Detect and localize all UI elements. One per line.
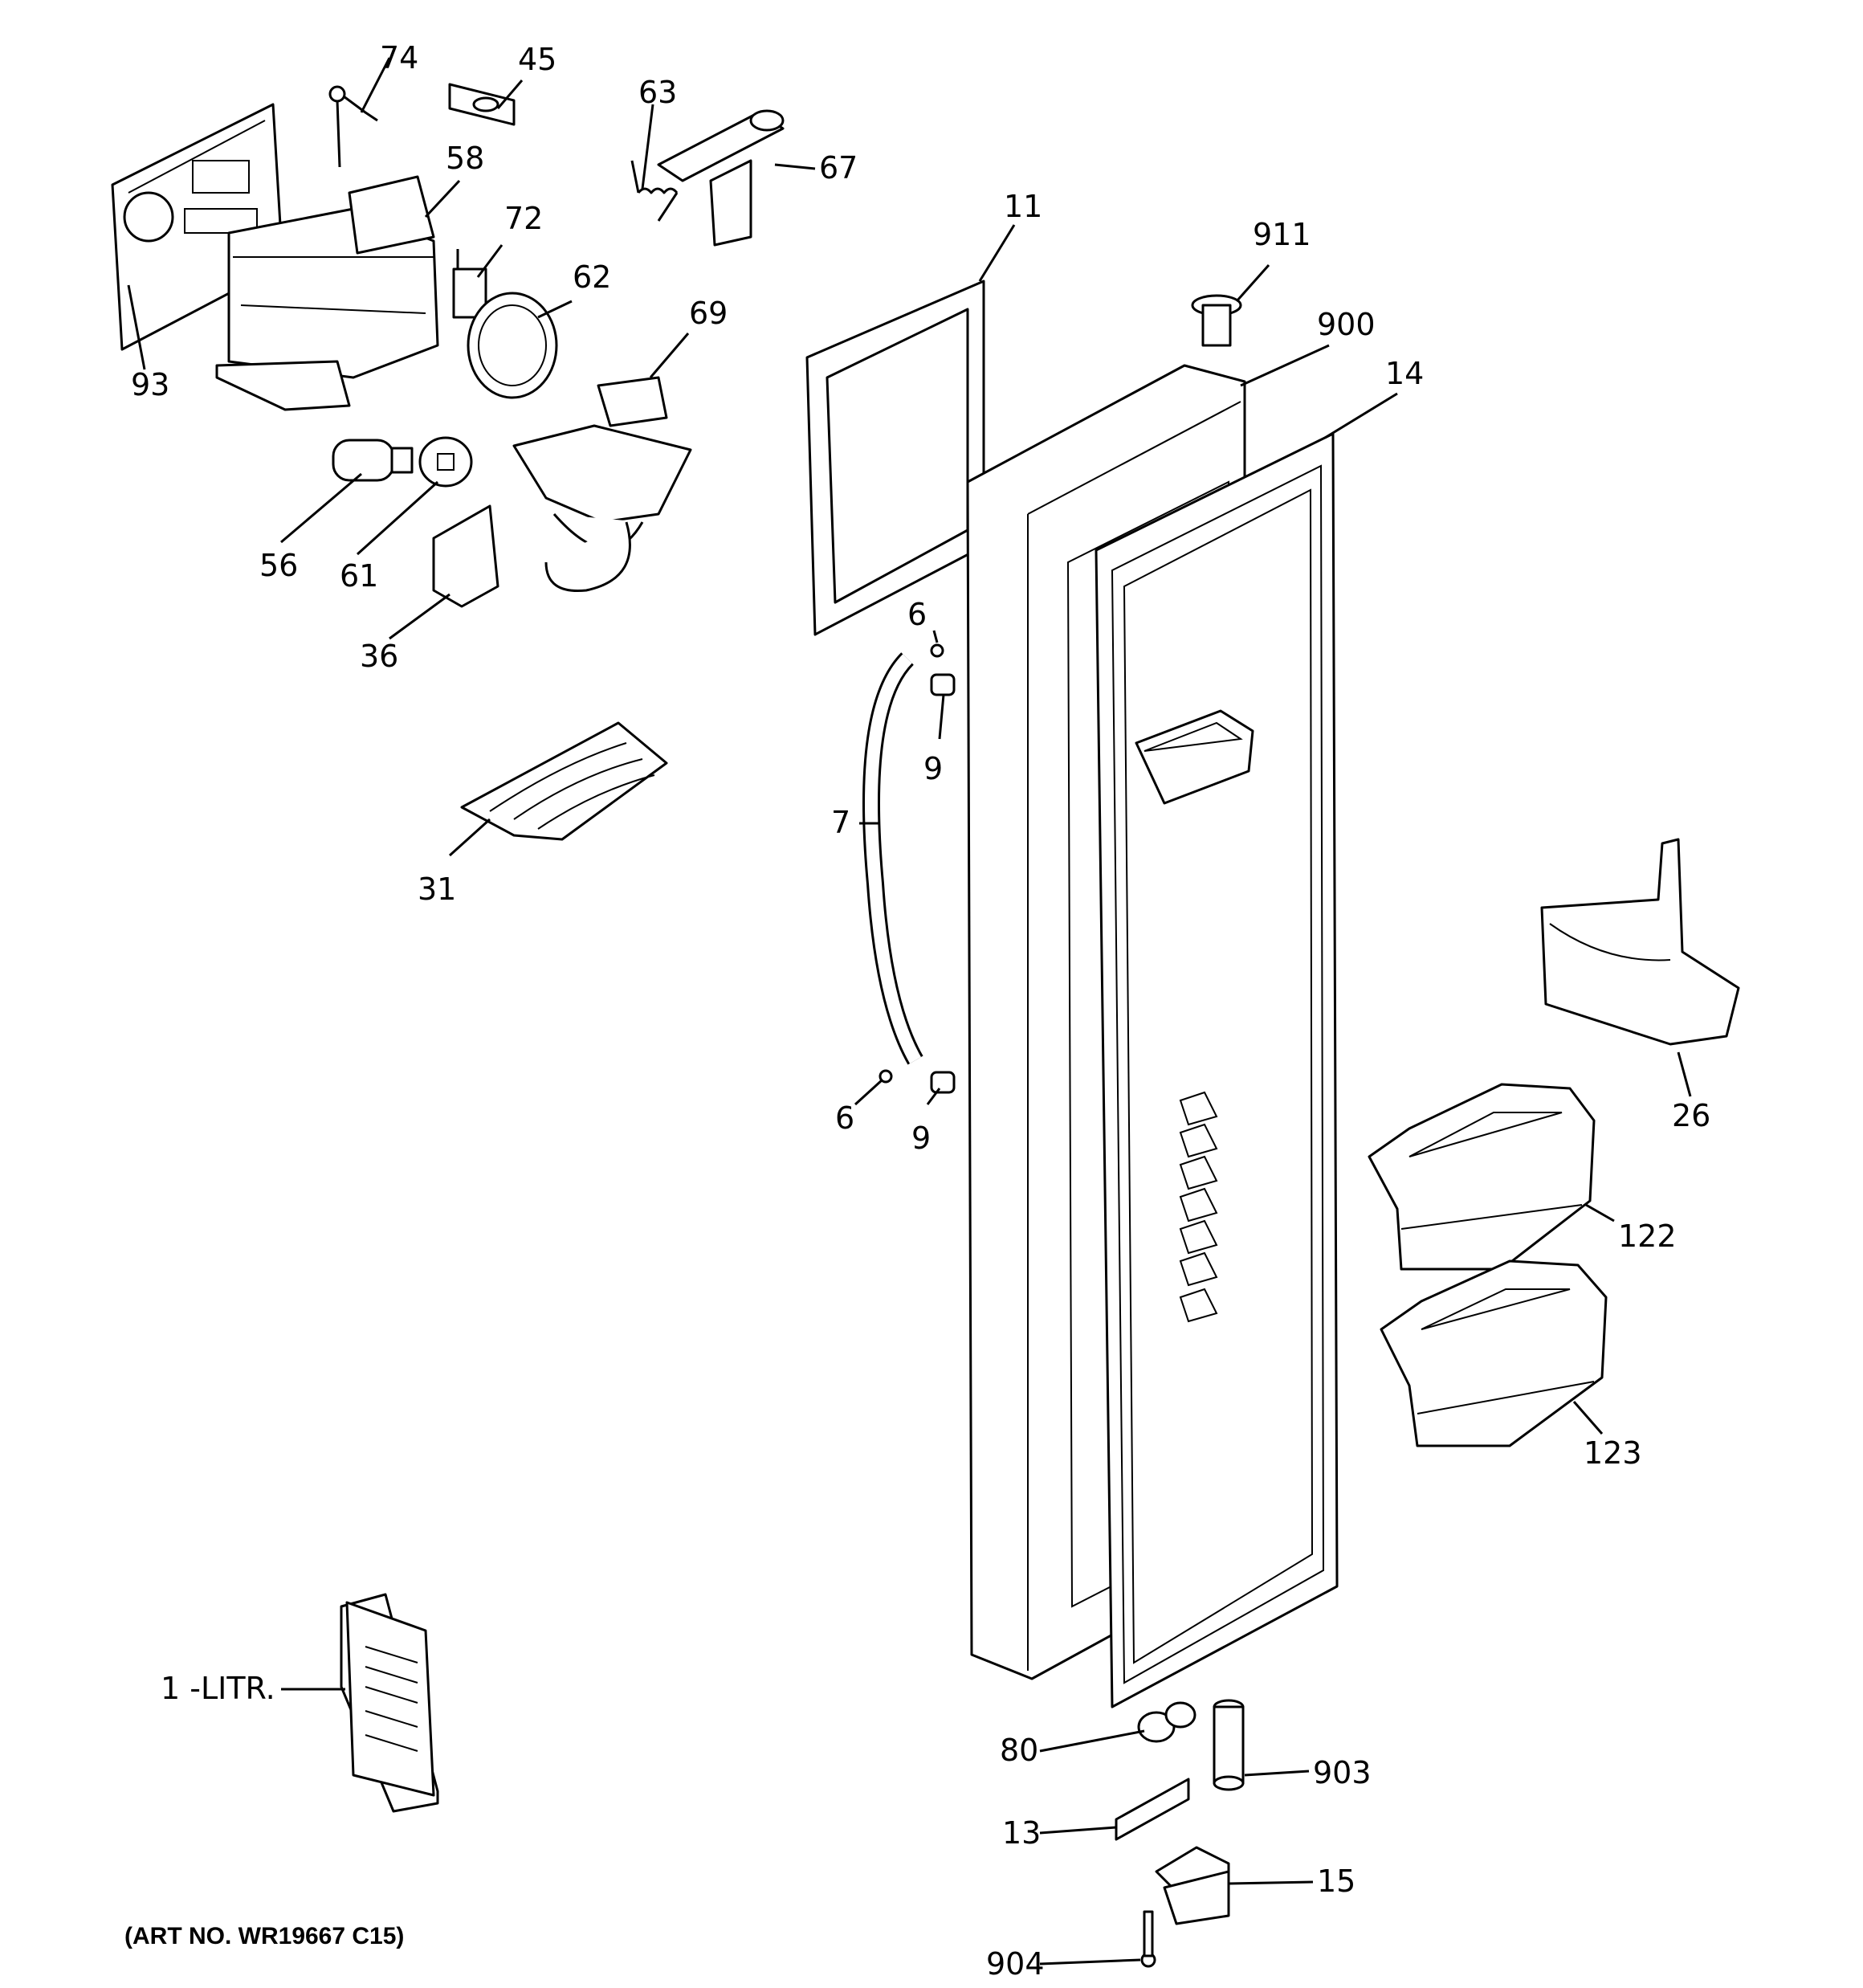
part-door-bin-123 — [1380, 1259, 1608, 1447]
callout-123: 123 — [1584, 1435, 1642, 1471]
part-bin-supports — [1179, 1091, 1218, 1323]
part-bracket-45 — [448, 83, 516, 126]
part-screw-904 — [1140, 1910, 1156, 1968]
part-coupling-61 — [418, 436, 473, 488]
callout-80: 80 — [1000, 1733, 1038, 1768]
part-spring-63 — [630, 160, 679, 222]
part-dispenser-frame-11 — [805, 280, 985, 636]
callout-15: 15 — [1317, 1863, 1355, 1899]
callout-9-upper: 9 — [923, 751, 943, 786]
callout-6-upper: 6 — [907, 597, 927, 632]
callout-67: 67 — [819, 150, 858, 186]
callout-904: 904 — [986, 1946, 1045, 1982]
callout-36: 36 — [360, 639, 398, 674]
callout-93: 93 — [131, 367, 169, 402]
part-door-bin-122 — [1368, 1083, 1596, 1271]
callout-62: 62 — [573, 259, 611, 295]
callout-26: 26 — [1672, 1098, 1710, 1133]
part-dispenser-control-board — [111, 103, 284, 351]
callout-7: 7 — [831, 805, 850, 840]
callout-900: 900 — [1317, 307, 1376, 342]
callout-45: 45 — [518, 42, 556, 77]
callout-903: 903 — [1313, 1755, 1372, 1790]
part-door-gasket-14 — [1095, 432, 1339, 1708]
part-cover-26 — [1540, 838, 1740, 1046]
callout-6-lower: 6 — [835, 1100, 854, 1136]
callout-13: 13 — [1002, 1815, 1041, 1851]
part-hinge-15 — [1155, 1846, 1230, 1925]
callout-labels: 74 45 63 67 58 72 62 69 93 56 61 36 31 1… — [131, 40, 1710, 1982]
part-ice-chute-69 — [512, 376, 692, 593]
callout-56: 56 — [259, 548, 298, 583]
callout-72: 72 — [504, 201, 543, 236]
callout-9-lower: 9 — [911, 1121, 931, 1156]
part-dispenser-recess — [1135, 709, 1254, 805]
leader-lines — [127, 57, 1692, 1966]
callout-14: 14 — [1385, 356, 1424, 391]
callout-58: 58 — [446, 141, 484, 176]
part-roller-80 — [1137, 1701, 1196, 1743]
callout-11: 11 — [1004, 189, 1042, 224]
art-number-label: (ART NO. WR19667 C15) — [124, 1923, 404, 1949]
callout-31: 31 — [418, 872, 456, 907]
callout-911: 911 — [1253, 217, 1311, 252]
part-motor-56 — [332, 439, 414, 482]
callout-61: 61 — [340, 558, 378, 594]
callout-63: 63 — [638, 75, 677, 110]
part-actuator-67 — [657, 109, 785, 247]
part-bracket-36 — [432, 504, 499, 608]
part-studs-9 — [930, 673, 956, 1094]
callout-122: 122 — [1618, 1219, 1677, 1254]
part-ring-62 — [467, 292, 558, 399]
part-bushing-911 — [1191, 294, 1242, 347]
part-dispenser-housing — [215, 175, 439, 411]
callout-74: 74 — [380, 40, 418, 76]
callout-literature: 1 -LITR. — [161, 1671, 275, 1706]
callout-69: 69 — [689, 296, 728, 331]
part-drip-tray-31 — [460, 721, 668, 841]
part-bracket-13 — [1115, 1778, 1190, 1841]
part-handle-7 — [862, 652, 923, 1065]
part-spring-74 — [328, 85, 378, 168]
part-bushing-903 — [1213, 1699, 1245, 1791]
part-screws-6 — [879, 643, 944, 1084]
part-literature-manual — [340, 1593, 439, 1813]
